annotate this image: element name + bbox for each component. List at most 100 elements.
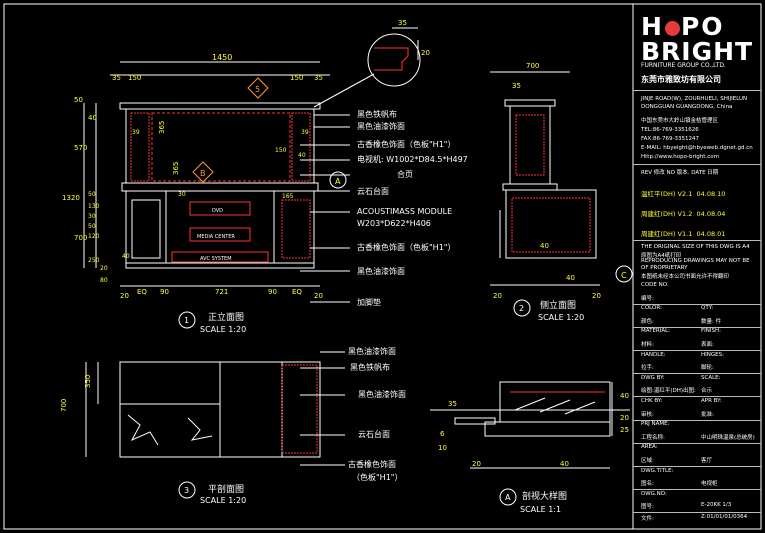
label-11: 加脚垫 <box>357 297 381 307</box>
side-dim-20b: 20 <box>592 292 601 300</box>
zoom-circle <box>367 33 421 87</box>
website: Http://www.hopo-bright.com <box>641 154 719 160</box>
detail-dim-20b: 20 <box>472 460 481 468</box>
detail-dim-20: 20 <box>620 414 629 422</box>
field-value: E-20KK 1/3 <box>701 502 732 509</box>
dim-30: 30 <box>88 213 96 220</box>
dim-39b: 39 <box>301 129 309 136</box>
mark-b: B <box>200 169 206 178</box>
field-label: 审核: <box>641 411 654 418</box>
field-label: COLOR: <box>641 305 662 312</box>
detail-dim-40b: 40 <box>560 460 569 468</box>
zoom-dim-20: 20 <box>421 49 430 57</box>
label-4: 电视机: W1002*D84.5*H497 <box>357 154 468 164</box>
plan-dim-350: 350 <box>84 375 92 388</box>
dim-90a: 90 <box>160 288 169 296</box>
front-plinth <box>125 262 315 269</box>
field-label: DWG BY: <box>641 374 665 381</box>
field-label: DWG.NO: <box>641 490 667 497</box>
mark-a: A <box>335 177 341 186</box>
dim-50: 50 <box>74 96 83 104</box>
drawing-border <box>3 3 762 530</box>
dim-in30: 30 <box>178 191 186 198</box>
side-view-num: 2 <box>519 304 524 313</box>
zoom-dim-35: 35 <box>398 19 407 27</box>
company-name-cn: 东莞市雅致坊有限公司 <box>641 75 721 84</box>
field-value: 表面: <box>701 342 714 348</box>
plan-label-1: 黑色油漆饰面 <box>348 346 396 356</box>
field-separator <box>633 466 761 467</box>
plan-label-6: （色板"H1"） <box>352 472 402 482</box>
front-elevation <box>83 61 350 303</box>
box-media: MEDIA CENTER <box>197 234 235 240</box>
front-left-door <box>131 199 161 259</box>
field-separator <box>633 489 761 491</box>
field-label: DWG.TITLE: <box>641 467 674 474</box>
dim-50b: 50 <box>88 191 96 198</box>
field-label: 图号: <box>641 504 654 511</box>
revision-row-2: 周建红(DH) V1.2 04.08.04 <box>641 210 726 218</box>
plan-view-marker <box>178 481 196 499</box>
plan-dim-700: 700 <box>60 399 68 412</box>
label-9: 古香橡色饰面（色板"H1"） <box>357 242 455 252</box>
dim-in40: 40 <box>298 152 306 159</box>
plan-view-title: 平剖面图 <box>208 483 244 495</box>
addr-en2: DONGGUAN GUANGDONG, China <box>641 104 733 110</box>
tb-separator <box>633 164 761 165</box>
side-view-scale: SCALE 1:20 <box>538 313 584 322</box>
side-upper-panel <box>515 114 545 176</box>
front-top-slab <box>119 102 321 110</box>
dim-570: 570 <box>74 144 87 152</box>
plan-marble-1 <box>127 414 159 446</box>
side-dim-35: 35 <box>512 82 521 90</box>
dim-39a: 39 <box>132 129 140 136</box>
plan-label-3: 黑色油漆饰面 <box>358 389 406 399</box>
side-dim-700: 700 <box>526 62 539 70</box>
mark-5: 5 <box>255 85 260 94</box>
label-5: 合页 <box>397 169 413 179</box>
detail-view-num: A <box>505 493 511 502</box>
field-label: MATERIAL: <box>641 328 671 335</box>
email: E-MAIL: hbyeight@hbyeweb.dgnet.gd.cn <box>641 145 753 151</box>
zoom-detail <box>313 27 421 108</box>
field-label: CODE NO. <box>641 282 669 288</box>
detail-view-title: 剖视大样图 <box>522 490 567 502</box>
logo-h: H <box>641 12 664 41</box>
front-right-panel <box>291 112 311 182</box>
plan-middle <box>219 361 283 458</box>
field-value: 合示 <box>701 388 713 395</box>
front-right-door <box>281 199 311 259</box>
field-value: 电视柜 <box>701 481 718 488</box>
plan-view-scale: SCALE 1:20 <box>200 496 246 505</box>
field-value: SCALE: <box>701 374 721 381</box>
box-avc: AVC SYSTEM <box>200 256 232 262</box>
detail-dim-40: 40 <box>620 392 629 400</box>
label-3: 古香橡色饰面（色板"H1"） <box>357 139 455 149</box>
dim-150a: 150 <box>128 74 141 82</box>
field-separator <box>633 512 761 514</box>
mark-5-diamond <box>247 77 269 99</box>
field-value: QTY: <box>701 305 714 312</box>
addr-en1: JINJE ROAD(W), ZOURHUELI, SHIJIELUN <box>641 96 748 102</box>
dim-b20a: 20 <box>120 292 129 300</box>
front-view-title: 正立面图 <box>208 311 244 323</box>
zoom-leader <box>313 73 375 108</box>
detail-glass-1 <box>514 397 546 411</box>
detail-glass-3 <box>564 401 596 415</box>
revision-row-1: 温红平(DH) V2.1 04.08.10 <box>641 190 726 198</box>
mark-a-circle <box>329 171 347 189</box>
field-value: 脚轮: <box>701 365 714 372</box>
tb-separator <box>633 240 761 241</box>
dim-90b: 90 <box>268 288 277 296</box>
dim-250: 250 <box>88 257 100 264</box>
side-top <box>504 99 556 107</box>
logo-bright: BRIGHT <box>641 37 754 66</box>
mark-c-circle <box>615 265 633 283</box>
side-elevation <box>490 71 600 286</box>
dim-eq2: EQ <box>292 288 302 296</box>
dim-700: 700 <box>74 234 87 242</box>
field-separator <box>633 442 761 444</box>
note-line: 本图纸未经本公司书面允许不得翻印 <box>641 274 730 280</box>
dim-in150: 150 <box>275 147 287 154</box>
